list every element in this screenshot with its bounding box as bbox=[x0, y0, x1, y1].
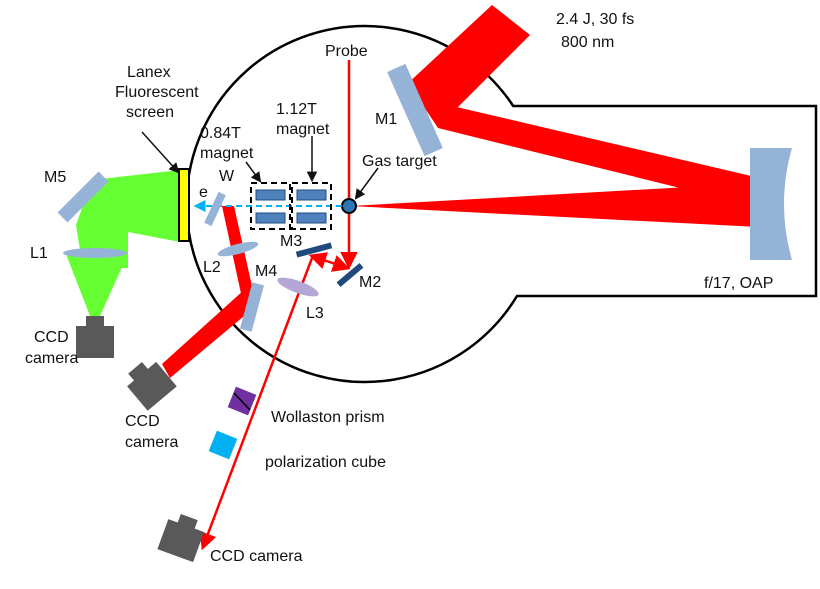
magnet-0-84t-upper-pole bbox=[255, 189, 286, 201]
wedge-w bbox=[204, 191, 226, 227]
lens-l3 bbox=[277, 277, 319, 297]
m3-label: M3 bbox=[280, 233, 302, 250]
lanex-label-line2: Fluorescent bbox=[115, 84, 199, 101]
oap-label: f/17, OAP bbox=[704, 275, 773, 292]
laser-wavelength-label: 800 nm bbox=[561, 34, 614, 51]
lanex-label-line3: screen bbox=[126, 104, 174, 121]
ccd-camera-transmitted-label-line1: CCD bbox=[125, 413, 160, 430]
focused-laser-beam bbox=[350, 182, 777, 228]
gas-target-label: Gas target bbox=[362, 153, 437, 170]
l3-label: L3 bbox=[306, 305, 324, 322]
lanex-fluorescence-to-camera bbox=[66, 254, 128, 316]
lanex-fluorescence-beam bbox=[76, 170, 180, 268]
probe-beam-m2-m3 bbox=[308, 252, 351, 272]
m1-label: M1 bbox=[375, 111, 397, 128]
lens-l1 bbox=[63, 248, 127, 258]
mirror-m2 bbox=[336, 263, 364, 287]
l1-label: L1 bbox=[30, 245, 48, 262]
lens-l2 bbox=[217, 241, 259, 257]
gas-target bbox=[341, 198, 357, 214]
mirror-m1 bbox=[387, 63, 443, 157]
magnet1-word-label: magnet bbox=[200, 145, 254, 162]
ccd-camera-lanex-label-line1: CCD bbox=[34, 329, 69, 346]
magnet2-word-label: magnet bbox=[276, 121, 330, 138]
w-label: W bbox=[219, 168, 235, 185]
probe-label: Probe bbox=[325, 43, 368, 60]
mirror-m4 bbox=[239, 282, 265, 332]
magnet-1-12t-outline bbox=[291, 182, 332, 230]
mirror-m5 bbox=[57, 171, 109, 223]
ccd-camera-probe bbox=[157, 514, 205, 563]
off-axis-parabola-oap bbox=[750, 148, 792, 260]
laser-energy-label: 2.4 J, 30 fs bbox=[556, 11, 634, 28]
ccd-camera-lanex bbox=[76, 316, 114, 358]
ccd-camera-probe-label: CCD camera bbox=[210, 548, 303, 565]
l2-label: L2 bbox=[203, 259, 221, 276]
m4-label: M4 bbox=[255, 263, 277, 280]
magnet-0-84t-lower-pole bbox=[255, 212, 286, 224]
magnet1-field-label: 0.84T bbox=[200, 125, 241, 142]
magnet-0-84t-outline bbox=[250, 182, 291, 230]
wollaston-prism-label: Wollaston prism bbox=[271, 409, 385, 426]
polarization-cube bbox=[208, 430, 238, 460]
m5-label: M5 bbox=[44, 169, 66, 186]
lanex-label-arrow bbox=[141, 131, 180, 174]
magnet-1-12t-upper-pole bbox=[296, 189, 327, 201]
ccd-camera-lanex-label-line2: camera bbox=[25, 350, 78, 367]
gas-target-label-arrow bbox=[354, 167, 379, 200]
mirror-m3 bbox=[295, 242, 333, 258]
ccd-camera-transmitted-label-line2: camera bbox=[125, 434, 178, 451]
transmitted-laser-to-camera bbox=[162, 290, 256, 378]
incoming-laser-beam bbox=[405, 5, 530, 122]
m2-label: M2 bbox=[359, 274, 381, 291]
magnet1-label-arrow bbox=[245, 161, 262, 183]
ccd-camera-transmitted-laser bbox=[127, 361, 177, 411]
lanex-label-line1: Lanex bbox=[127, 64, 171, 81]
polarization-cube-label: polarization cube bbox=[265, 454, 386, 471]
magnet-1-12t-lower-pole bbox=[296, 212, 327, 224]
e-label: e bbox=[199, 184, 208, 201]
lanex-screen bbox=[178, 168, 190, 242]
laser-beam-to-oap bbox=[418, 98, 777, 212]
probe-beam-to-camera bbox=[199, 257, 314, 551]
magnet2-field-label: 1.12T bbox=[276, 101, 317, 118]
wollaston-prism bbox=[227, 386, 257, 416]
